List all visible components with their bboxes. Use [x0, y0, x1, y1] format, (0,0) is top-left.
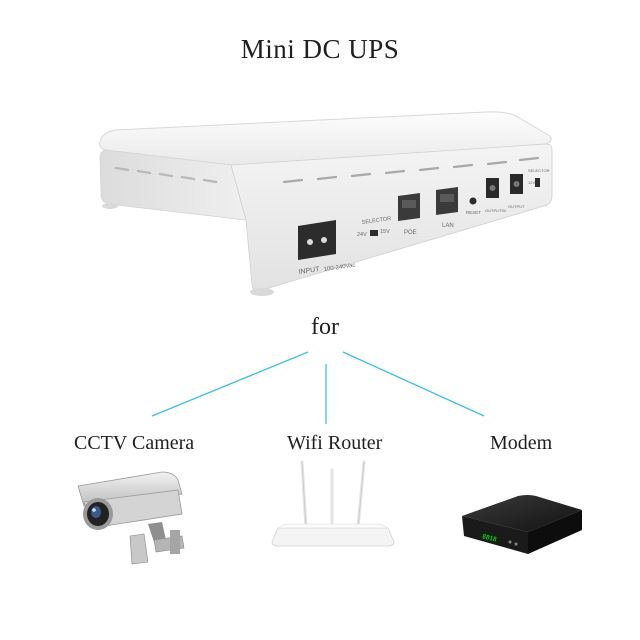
connector-line-cctv — [151, 351, 309, 417]
for-label: for — [311, 314, 339, 340]
modem-display: 8818 — [482, 533, 498, 543]
page-title: Mini DC UPS — [240, 34, 400, 64]
cctv-camera-label: CCTV Camera — [74, 432, 195, 454]
wifi-router-label: Wifi Router — [287, 432, 383, 454]
lan-label: LAN — [442, 223, 454, 229]
input-label: INPUT — [298, 266, 320, 276]
selector2-label: SELECTOR — [528, 168, 550, 173]
selector-label: SELECTOR — [361, 216, 391, 226]
mini-dc-ups-device: INPUT 100-240Vac SELECTOR 24V 15V POE LA… — [99, 111, 553, 296]
input-rating: 100-240Vac — [323, 263, 355, 273]
wifi-router-icon — [271, 460, 395, 547]
output1-label: OUTPUT5V — [485, 208, 507, 213]
poe-label: POE — [404, 230, 417, 236]
output2-label: OUTPUT — [508, 204, 525, 209]
cctv-camera-icon — [77, 471, 185, 565]
modem-icon: 8818 — [462, 495, 582, 554]
modem-label: Modem — [490, 432, 553, 454]
connector-line-modem — [342, 351, 485, 417]
reset-label: RESET — [466, 210, 481, 215]
selector-right: 15V — [380, 229, 390, 235]
selector2-value: 12V — [528, 180, 535, 185]
selector-left: 24V — [357, 232, 367, 238]
